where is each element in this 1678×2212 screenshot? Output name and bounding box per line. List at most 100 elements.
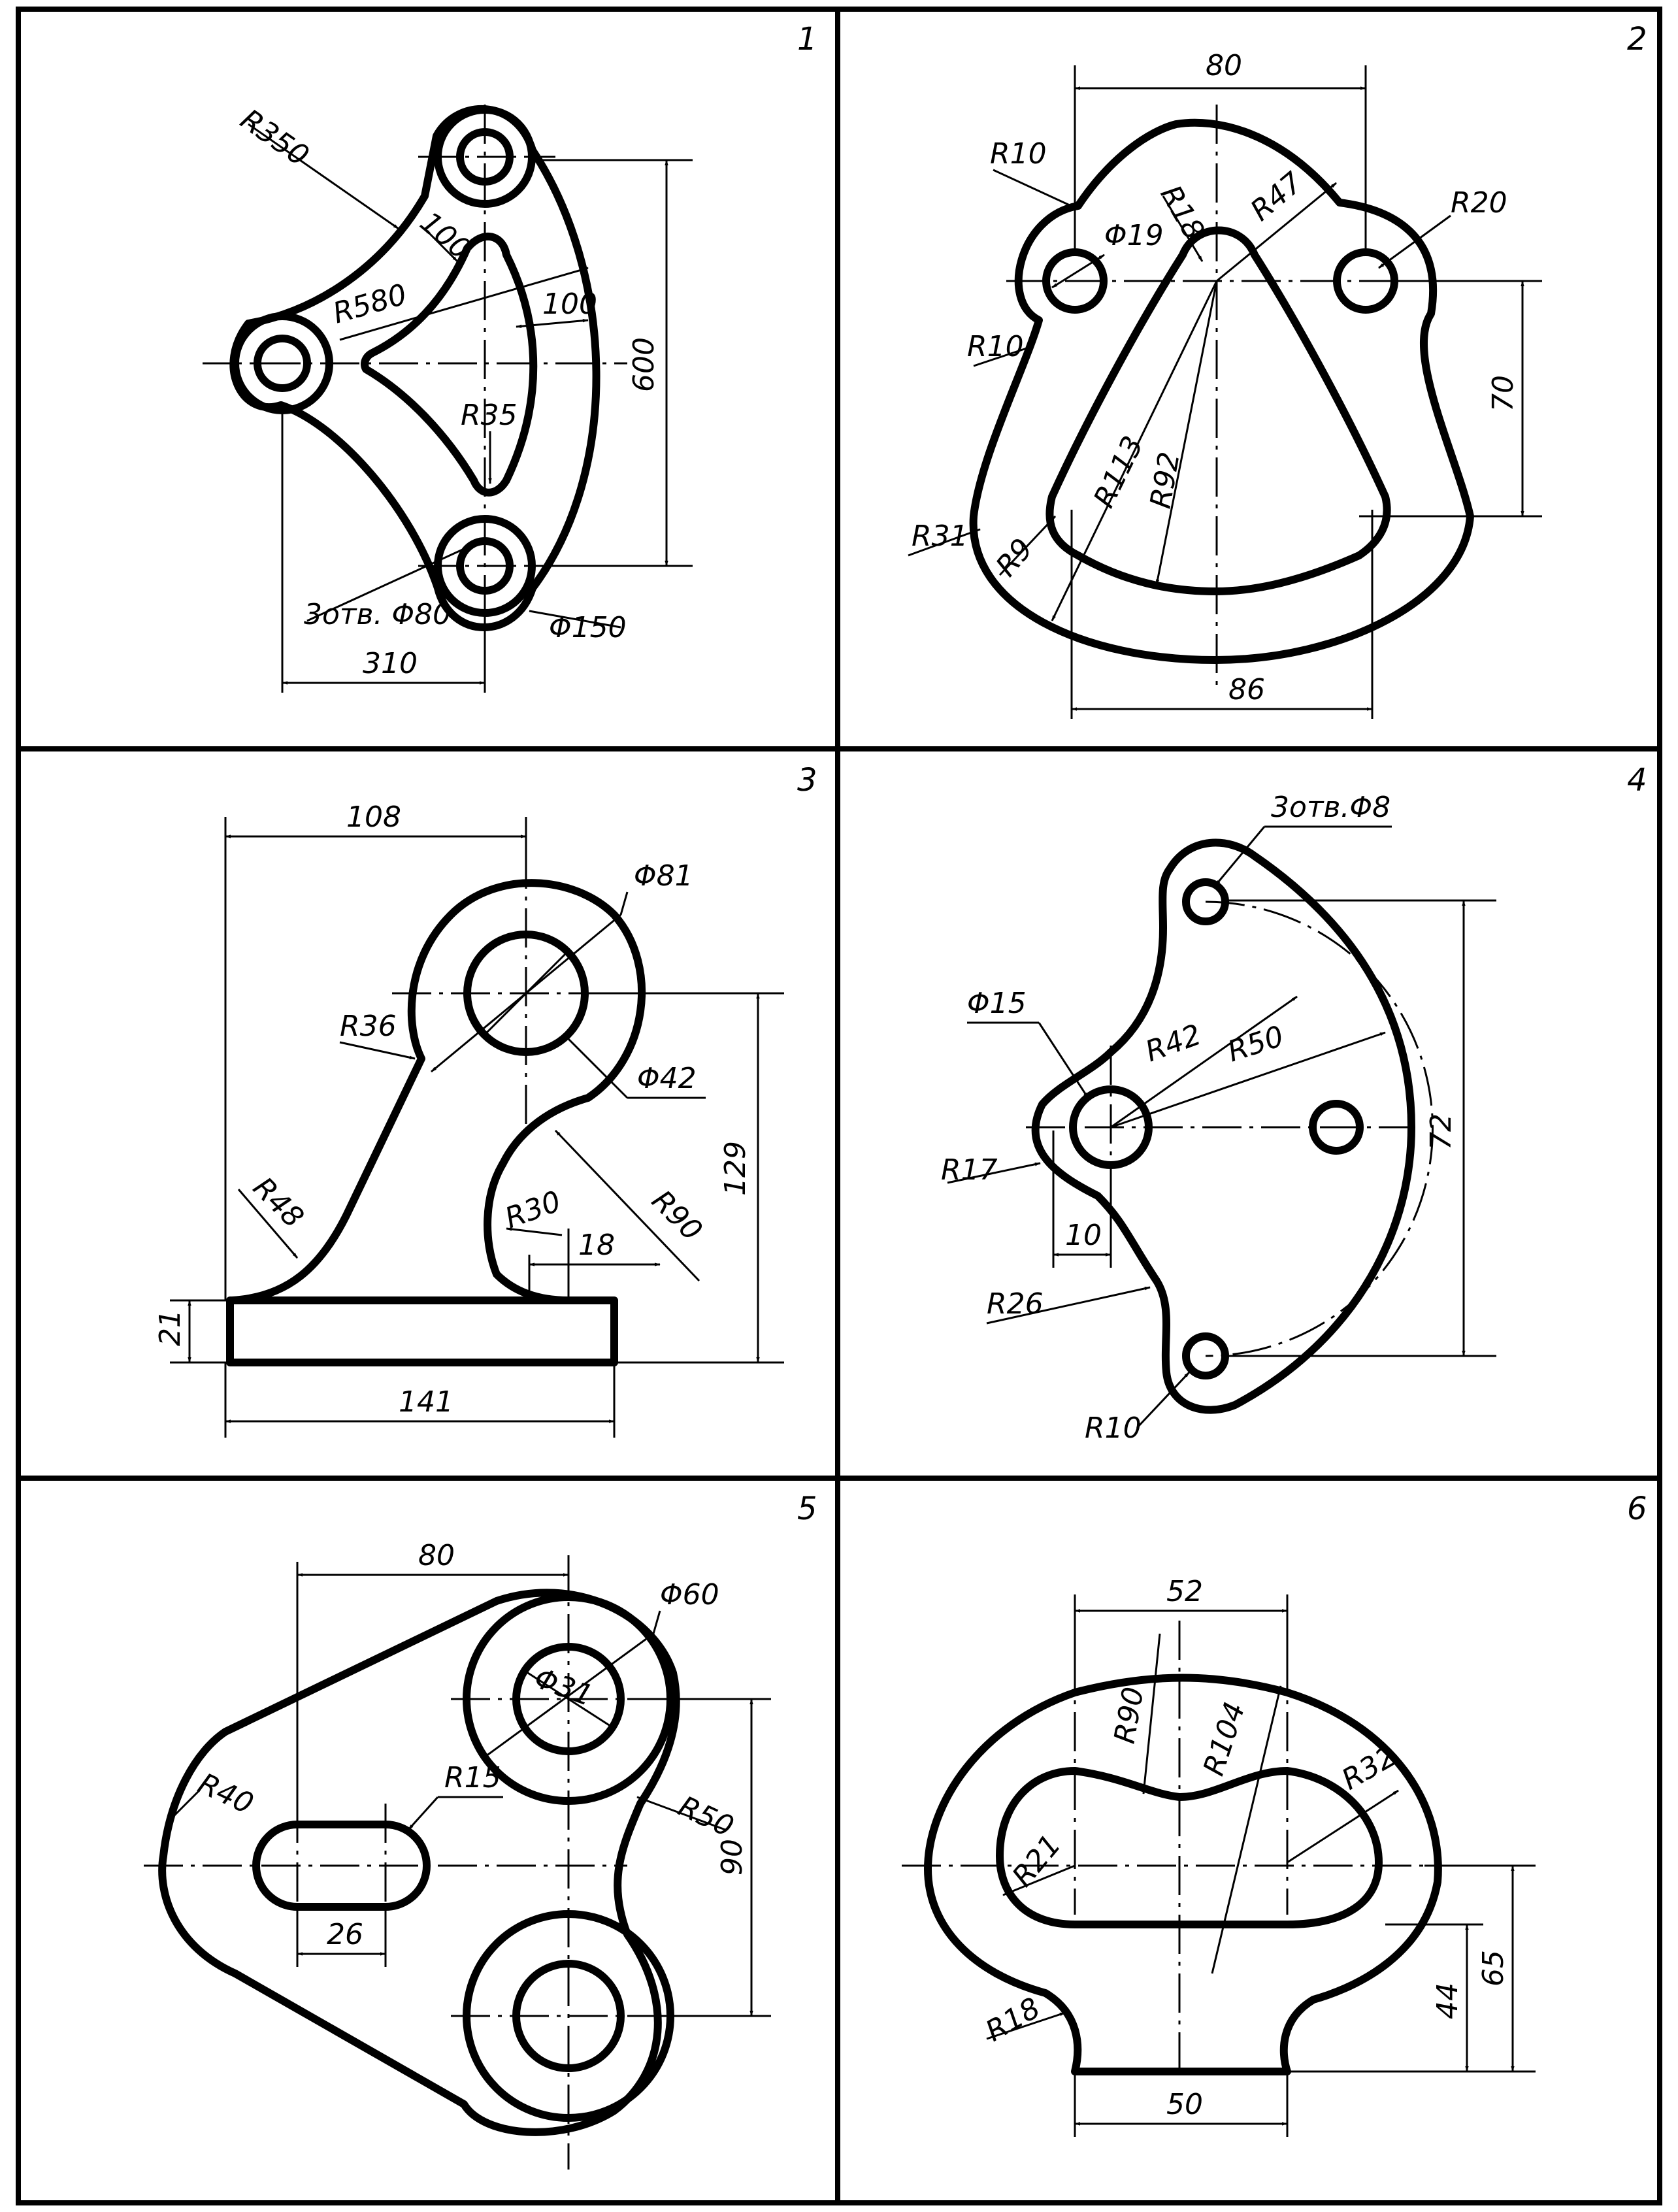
label-r350: R350 [235, 103, 315, 173]
dim-r26 [986, 1286, 1151, 1325]
dim-r32 [1287, 1789, 1399, 1864]
label-r15: R15 [444, 1761, 501, 1794]
inner-window [1045, 226, 1391, 595]
panel-number: 4 [1627, 762, 1647, 799]
panel-number: 5 [797, 1491, 817, 1527]
label-r35: R35 [461, 399, 518, 432]
label-r10-bottom: R10 [967, 330, 1024, 363]
lower-boss-hole [512, 1960, 625, 2072]
label-phi15: Φ15 [967, 987, 1027, 1020]
dim-r90 [554, 1129, 700, 1282]
dim-phi42 [482, 949, 570, 1037]
label-r18: R18 [980, 1991, 1045, 2048]
outer-contour [228, 879, 646, 1304]
leader-phi42 [567, 1038, 629, 1099]
dim-r21 [1002, 1864, 1076, 1896]
label-r32: R32 [1336, 1740, 1402, 1796]
label-r21: R21 [1006, 1828, 1068, 1893]
label-r40: R40 [193, 1767, 258, 1821]
label-3otv-phi8: 3отв.Φ8 [1271, 791, 1390, 824]
panel-number: 2 [1627, 21, 1647, 58]
dim-r10-top [993, 169, 1079, 210]
lower-boss-outer [434, 515, 536, 617]
label-10: 10 [1065, 1219, 1102, 1252]
dim-r50 [636, 1796, 726, 1831]
outer-contour [924, 1674, 1442, 2075]
label-72: 72 [1424, 1114, 1458, 1150]
dim-r18 [986, 2011, 1066, 2040]
base-plate [226, 1296, 618, 1366]
bolt-circle-arc [1205, 900, 1434, 1357]
inner-window [361, 233, 538, 497]
dim-r90 [1142, 1633, 1161, 1794]
leader-phi81 [619, 891, 629, 916]
leader-phi150 [529, 610, 621, 629]
label-phi19: Φ19 [1104, 219, 1164, 252]
label-100-a: 100 [414, 205, 477, 266]
dim-phi31 [522, 1668, 615, 1730]
label-70: 70 [1487, 375, 1520, 412]
label-r113: R113 [1087, 431, 1150, 512]
label-r50: R50 [1224, 1019, 1288, 1068]
dim-r48 [237, 1189, 299, 1259]
label-108: 108 [346, 801, 401, 834]
label-r26: R26 [987, 1287, 1044, 1321]
label-52: 52 [1166, 1575, 1203, 1608]
dim-r15 [407, 1796, 439, 1831]
dim-r30 [506, 1227, 563, 1236]
panel-3: 3 108 Φ81 R36 Φ42 12 [154, 762, 817, 1438]
label-phi31: Φ31 [530, 1661, 597, 1713]
label-phi150: Φ150 [549, 611, 627, 644]
dim-r9 [998, 515, 1057, 576]
lower-boss-outer [463, 1910, 674, 2122]
label-r92: R92 [1144, 450, 1187, 511]
dim-r580 [339, 267, 589, 341]
label-r104: R104 [1197, 1698, 1252, 1780]
dim-100-b [516, 319, 589, 328]
dim-phi15 [1038, 1022, 1089, 1098]
label-r90: R90 [1108, 1685, 1151, 1746]
label-r42: R42 [1141, 1018, 1206, 1069]
label-600: 600 [627, 337, 661, 392]
dim-r10 [1136, 1371, 1191, 1429]
label-phi81: Φ81 [634, 859, 693, 893]
dim-r18 [1162, 195, 1204, 262]
label-21: 21 [154, 1310, 187, 1346]
label-phi42: Φ42 [637, 1062, 697, 1095]
inner-window [996, 1767, 1383, 1928]
label-100-b: 100 [542, 288, 597, 321]
leader-phi60 [652, 1610, 661, 1634]
dim-r104 [1211, 1685, 1282, 1974]
label-90: 90 [716, 1839, 749, 1875]
label-r10-top: R10 [990, 137, 1047, 171]
label-r50: R50 [673, 1790, 738, 1844]
outer-contour [1031, 838, 1415, 1414]
dim-r10-bottom [973, 345, 1033, 367]
label-r31: R31 [912, 520, 968, 553]
label-r30: R30 [501, 1185, 565, 1236]
label-r10: R10 [1085, 1411, 1142, 1445]
label-r36: R36 [340, 1010, 397, 1043]
dim-r40 [165, 1789, 201, 1824]
hole-top [1182, 878, 1229, 925]
dim-r350 [248, 123, 399, 230]
label-r48: R48 [246, 1171, 310, 1234]
hole-right [1309, 1100, 1364, 1155]
label-r20: R20 [1451, 186, 1507, 220]
label-310: 310 [363, 647, 418, 680]
left-boss-hole [254, 335, 311, 392]
dim-100-a [423, 227, 459, 263]
label-r90: R90 [645, 1184, 708, 1247]
panel-number: 3 [797, 762, 817, 799]
outer-contour [229, 105, 600, 631]
panel-4: 4 3отв.Φ8 Φ15 R42 R50 72 R17 10 R26 [941, 762, 1647, 1445]
dim-phi19 [1051, 254, 1105, 289]
upper-boss-outer [463, 1593, 674, 1805]
upper-boss-outer [434, 106, 536, 208]
panel-6: 6 52 R90 R104 R32 R21 65 44 R18 50 [902, 1491, 1647, 2137]
label-129: 129 [719, 1141, 752, 1196]
label-65: 65 [1477, 1950, 1510, 1987]
dim-r31 [908, 528, 981, 557]
label-80: 80 [418, 1539, 455, 1572]
